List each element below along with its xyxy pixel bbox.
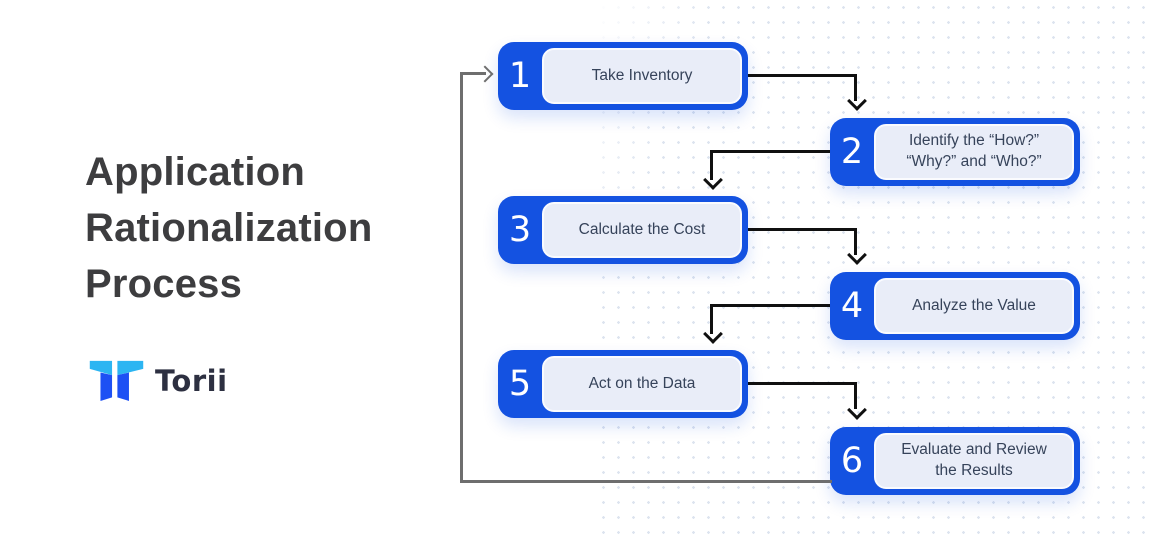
page-title: Application Rationalization Process	[85, 144, 445, 312]
loop-6-1-arrowhead-icon	[476, 65, 494, 83]
page-title-line-2: Rationalization	[85, 206, 373, 250]
step-6-evaluate-and-review: 6 Evaluate and Review the Results	[830, 427, 1080, 495]
arrow-4-5-horizontal	[710, 304, 830, 307]
step-4-label: Analyze the Value	[874, 278, 1074, 334]
torii-logo: Torii	[88, 352, 228, 409]
step-3-label: Calculate the Cost	[542, 202, 742, 258]
step-2-number: 2	[840, 131, 864, 172]
loop-6-1-vertical	[460, 72, 463, 483]
arrow-5-6-horizontal	[748, 382, 857, 385]
arrow-3-4-horizontal	[748, 228, 857, 231]
arrow-4-5-vertical	[710, 304, 713, 334]
step-3-number: 3	[508, 209, 532, 250]
step-6-number: 6	[840, 440, 864, 481]
step-3-calculate-the-cost: 3 Calculate the Cost	[498, 196, 748, 264]
step-5-label: Act on the Data	[542, 356, 742, 412]
step-5-act-on-the-data: 5 Act on the Data	[498, 350, 748, 418]
arrow-2-3-vertical	[710, 150, 713, 180]
loop-6-1-top-horizontal	[460, 72, 486, 75]
step-6-label: Evaluate and Review the Results	[874, 433, 1074, 489]
step-1-take-inventory: 1 Take Inventory	[498, 42, 748, 110]
step-4-number: 4	[840, 285, 864, 326]
step-1-label: Take Inventory	[542, 48, 742, 104]
page-title-line-3: Process	[85, 262, 243, 306]
step-1-number: 1	[508, 55, 532, 96]
loop-6-1-bottom-horizontal	[460, 480, 832, 483]
torii-gate-icon	[89, 360, 144, 401]
page-title-line-1: Application	[85, 150, 305, 194]
step-5-number: 5	[508, 363, 532, 404]
arrow-5-6-vertical	[854, 382, 857, 409]
arrow-1-2-vertical	[854, 74, 857, 101]
arrow-3-4-vertical	[854, 228, 857, 255]
torii-logo-wordmark: Torii	[155, 363, 228, 398]
step-4-analyze-the-value: 4 Analyze the Value	[830, 272, 1080, 340]
step-2-identify-how-why-who: 2 Identify the “How?” “Why?” and “Who?”	[830, 118, 1080, 186]
arrow-2-3-horizontal	[710, 150, 830, 153]
step-2-label: Identify the “How?” “Why?” and “Who?”	[874, 124, 1074, 180]
arrow-1-2-horizontal	[748, 74, 857, 77]
